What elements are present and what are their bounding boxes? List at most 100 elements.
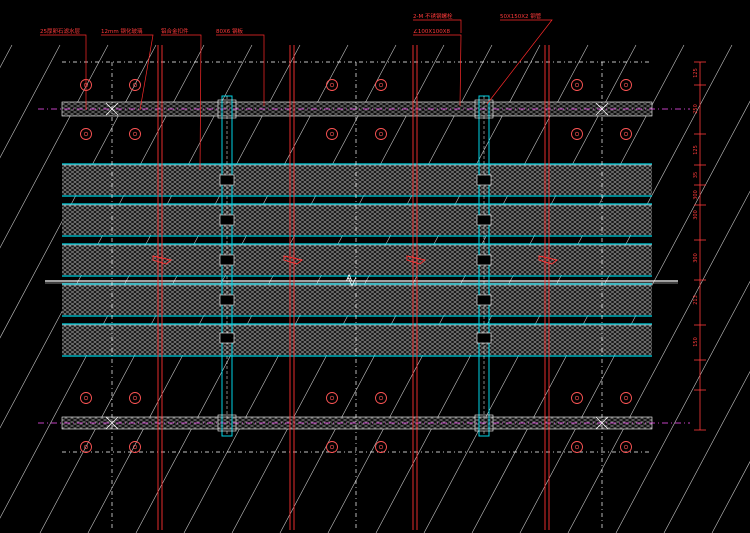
anchor-circle <box>80 441 92 453</box>
diagonal-line <box>0 44 157 339</box>
anchor-core <box>378 131 384 137</box>
anchor-circle <box>375 128 387 140</box>
anchor-core <box>83 444 89 450</box>
anchor-circle <box>620 79 632 91</box>
glass-panel <box>62 165 652 195</box>
anchor-circle <box>326 441 338 453</box>
callout-leader <box>413 34 462 107</box>
dimension-label: 150 <box>693 337 699 347</box>
anchor-circle <box>571 128 583 140</box>
diagonal-line <box>567 190 750 533</box>
callout-leader <box>40 34 87 110</box>
glass-panel <box>62 285 652 315</box>
beam-centerlines <box>38 108 690 424</box>
anchor-core <box>132 82 138 88</box>
anchor-core <box>329 131 335 137</box>
plate-connector <box>219 174 235 186</box>
callout-tube: 50X150X2 钢管 <box>500 12 542 20</box>
dimension-label: 300 <box>693 190 699 200</box>
plate-connector <box>476 254 492 266</box>
callout-angle: ∠100X100X8 <box>413 28 450 35</box>
callout-glass: 12mm 钢化玻璃 <box>101 27 143 35</box>
anchor-core <box>574 82 580 88</box>
anchor-circle <box>326 128 338 140</box>
anchor-core <box>329 395 335 401</box>
steel-plates <box>217 95 494 437</box>
callout-clip: 铝合金扣件 <box>161 27 189 35</box>
plate-connector <box>219 332 235 344</box>
clip-mark <box>538 255 559 265</box>
grid-verticals <box>111 62 603 530</box>
clip-mark <box>283 255 304 265</box>
dimension-label: 125 <box>693 145 699 155</box>
plate-cap <box>217 414 237 432</box>
plate-connector <box>476 294 492 306</box>
anchor-circle <box>129 441 141 453</box>
dimension-label: 35 <box>693 172 699 178</box>
anchor-circle <box>375 392 387 404</box>
anchor-circle <box>326 79 338 91</box>
callout-leader <box>486 19 553 105</box>
dimension-label: 300 <box>693 253 699 263</box>
anchor-circle <box>620 392 632 404</box>
callout-leader <box>413 19 462 33</box>
callout-leader <box>161 34 202 171</box>
anchor-core <box>329 82 335 88</box>
dimension-label: 125 <box>693 68 699 78</box>
plate-cap <box>474 99 494 119</box>
anchor-core <box>83 131 89 137</box>
anchor-core <box>574 395 580 401</box>
diagonal-line <box>615 280 750 533</box>
callout-labels: 25厚卵石滤水层 12mm 钢化玻璃 铝合金扣件 80X6 钢板 2-M 不锈钢… <box>40 12 542 35</box>
anchor-circle <box>129 128 141 140</box>
anchor-core <box>329 444 335 450</box>
cross-mark <box>105 102 119 116</box>
anchor-circle <box>571 392 583 404</box>
anchor-circle <box>326 392 338 404</box>
anchor-core <box>623 444 629 450</box>
callout-bolt: 2-M 不锈钢螺栓 <box>413 12 453 20</box>
central-axis: A <box>45 274 678 287</box>
clip-mark <box>152 255 173 265</box>
anchor-core <box>132 395 138 401</box>
glass-panel <box>62 325 652 355</box>
anchor-core <box>574 131 580 137</box>
anchor-circle <box>620 128 632 140</box>
anchor-circle <box>80 392 92 404</box>
anchor-core <box>378 395 384 401</box>
anchor-circle <box>375 441 387 453</box>
anchor-core <box>132 131 138 137</box>
plate-cap <box>217 99 237 119</box>
plate-connector <box>476 174 492 186</box>
plate-connector <box>219 294 235 306</box>
axis-label: A <box>346 274 353 284</box>
plate-cap <box>474 414 494 432</box>
plate-connector <box>219 214 235 226</box>
cross-mark <box>595 416 609 430</box>
callout-steel-plate: 80X6 钢板 <box>216 27 244 35</box>
anchor-circle <box>571 79 583 91</box>
anchor-core <box>574 444 580 450</box>
anchor-core <box>378 444 384 450</box>
anchor-circle <box>80 128 92 140</box>
cross-mark <box>595 102 609 116</box>
grid-lines <box>62 61 652 453</box>
anchor-circle <box>129 392 141 404</box>
callout-gravel: 25厚卵石滤水层 <box>40 27 80 35</box>
anchor-circle <box>571 441 583 453</box>
glass-panel <box>62 205 652 235</box>
anchor-core <box>623 82 629 88</box>
anchor-core <box>623 395 629 401</box>
dimension-label: 250 <box>693 104 699 114</box>
anchor-circle <box>375 79 387 91</box>
callout-leader <box>101 34 154 111</box>
diagonal-line <box>663 370 750 533</box>
callout-leader <box>216 34 265 106</box>
anchors <box>80 79 632 453</box>
purlins <box>157 45 550 530</box>
cross-mark <box>105 416 119 430</box>
diagonal-line <box>0 44 109 249</box>
anchor-core <box>83 395 89 401</box>
